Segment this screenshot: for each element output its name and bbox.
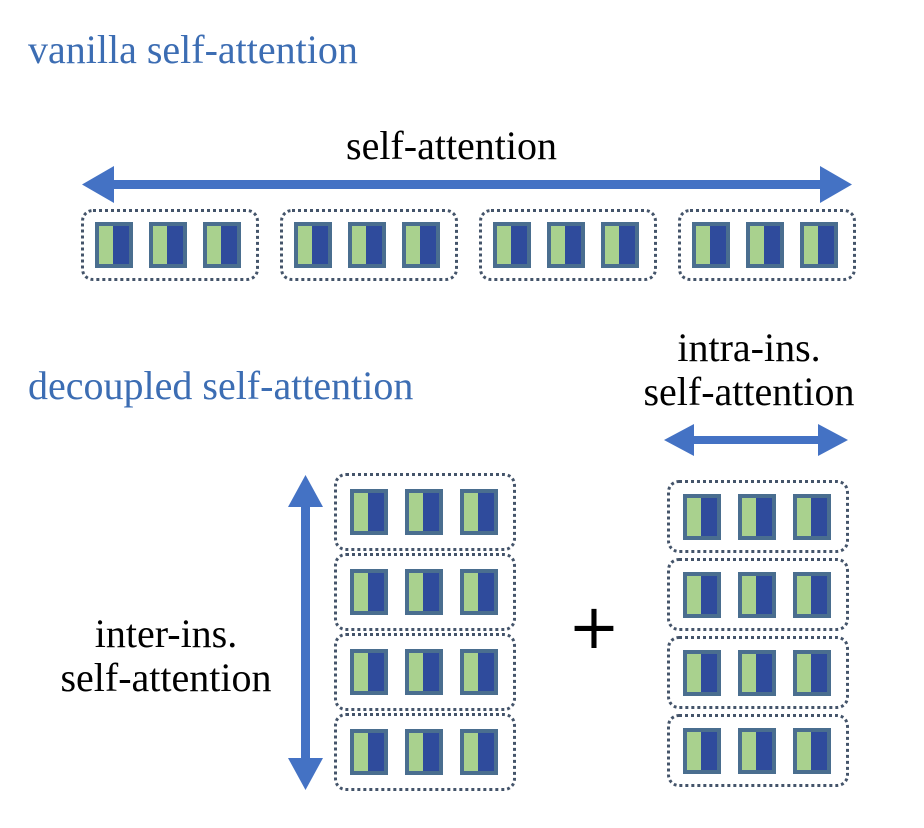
decoupled-title: decoupled self-attention: [28, 363, 414, 408]
token: [149, 222, 187, 268]
intra-ins-arrow: [664, 424, 848, 456]
token: [683, 572, 721, 618]
inter-ins-instance-group: [334, 553, 516, 631]
token: [350, 569, 388, 615]
token: [348, 222, 386, 268]
intra-ins-instance-group: [667, 636, 849, 709]
intra-ins-instance-group: [667, 480, 849, 553]
token: [793, 728, 831, 774]
inter-ins-arrow: [288, 475, 323, 790]
token: [460, 649, 498, 695]
inter-ins-line2: self-attention: [60, 655, 272, 700]
intra-ins-instance-group: [667, 714, 849, 787]
inter-ins-instance-group: [334, 713, 516, 791]
token: [405, 569, 443, 615]
token: [683, 728, 721, 774]
token: [738, 728, 776, 774]
vanilla-instance-group: [280, 209, 458, 281]
inter-ins-instance-group: [334, 473, 516, 551]
token: [405, 649, 443, 695]
token: [405, 729, 443, 775]
token: [738, 572, 776, 618]
token: [738, 650, 776, 696]
token: [350, 649, 388, 695]
token: [402, 222, 440, 268]
token: [683, 650, 721, 696]
top-horizontal-arrow: [82, 166, 852, 203]
intra-ins-instance-group: [667, 558, 849, 631]
inter-ins-label: inter-ins. self-attention: [38, 614, 294, 698]
token: [800, 222, 838, 268]
plus-sign: +: [568, 590, 620, 663]
token: [692, 222, 730, 268]
token: [95, 222, 133, 268]
token: [746, 222, 784, 268]
token: [738, 494, 776, 540]
token: [460, 569, 498, 615]
inter-ins-line1: inter-ins.: [94, 611, 238, 656]
top-arrow-label: self-attention: [346, 123, 558, 168]
token: [793, 650, 831, 696]
token: [793, 494, 831, 540]
token: [350, 489, 388, 535]
token: [350, 729, 388, 775]
token: [493, 222, 531, 268]
intra-ins-line2: self-attention: [643, 369, 855, 414]
inter-ins-instance-group: [334, 633, 516, 711]
vanilla-title: vanilla self-attention: [28, 27, 358, 72]
token: [203, 222, 241, 268]
token: [683, 494, 721, 540]
token: [405, 489, 443, 535]
vanilla-instance-group: [479, 209, 657, 281]
token: [601, 222, 639, 268]
intra-ins-label: intra-ins. self-attention: [624, 328, 874, 412]
token: [294, 222, 332, 268]
token: [547, 222, 585, 268]
token: [793, 572, 831, 618]
vanilla-instance-group: [81, 209, 259, 281]
vanilla-instance-group: [678, 209, 856, 281]
token: [460, 489, 498, 535]
intra-ins-line1: intra-ins.: [677, 325, 821, 370]
token: [460, 729, 498, 775]
